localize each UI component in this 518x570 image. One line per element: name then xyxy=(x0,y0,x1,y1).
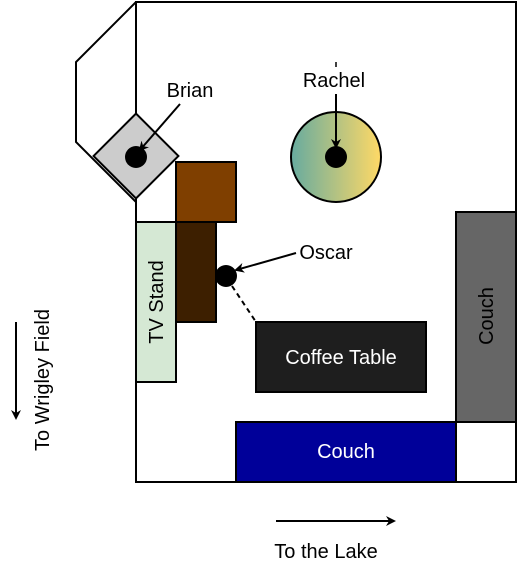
oscar-view-dashed-line xyxy=(231,285,257,323)
brian-dot xyxy=(125,146,147,168)
corner-wall xyxy=(75,1,137,203)
tv-stand-label: TV Stand xyxy=(146,260,168,343)
couch-right xyxy=(455,211,517,423)
couch-bottom-label: Couch xyxy=(317,441,375,463)
oscar-label: Oscar xyxy=(299,242,353,264)
to-wrigley-label: To Wrigley Field xyxy=(32,309,54,451)
brian-pointer-arrow xyxy=(138,103,181,152)
couch-right-label: Couch xyxy=(476,287,498,345)
cabinet-top xyxy=(175,161,237,223)
rachel-label: Rachel xyxy=(303,70,365,92)
tv-stand xyxy=(135,221,177,383)
oscar-pointer-arrow xyxy=(234,252,297,273)
coffee-table-label: Coffee Table xyxy=(285,347,397,369)
to-lake-label: To the Lake xyxy=(274,541,377,563)
cabinet-lower xyxy=(175,221,217,323)
coffee-table xyxy=(255,321,427,393)
brian-label: Brian xyxy=(167,80,214,102)
oscar-dot xyxy=(215,265,237,287)
couch-bottom xyxy=(235,421,457,483)
rachel-dot xyxy=(325,146,347,168)
